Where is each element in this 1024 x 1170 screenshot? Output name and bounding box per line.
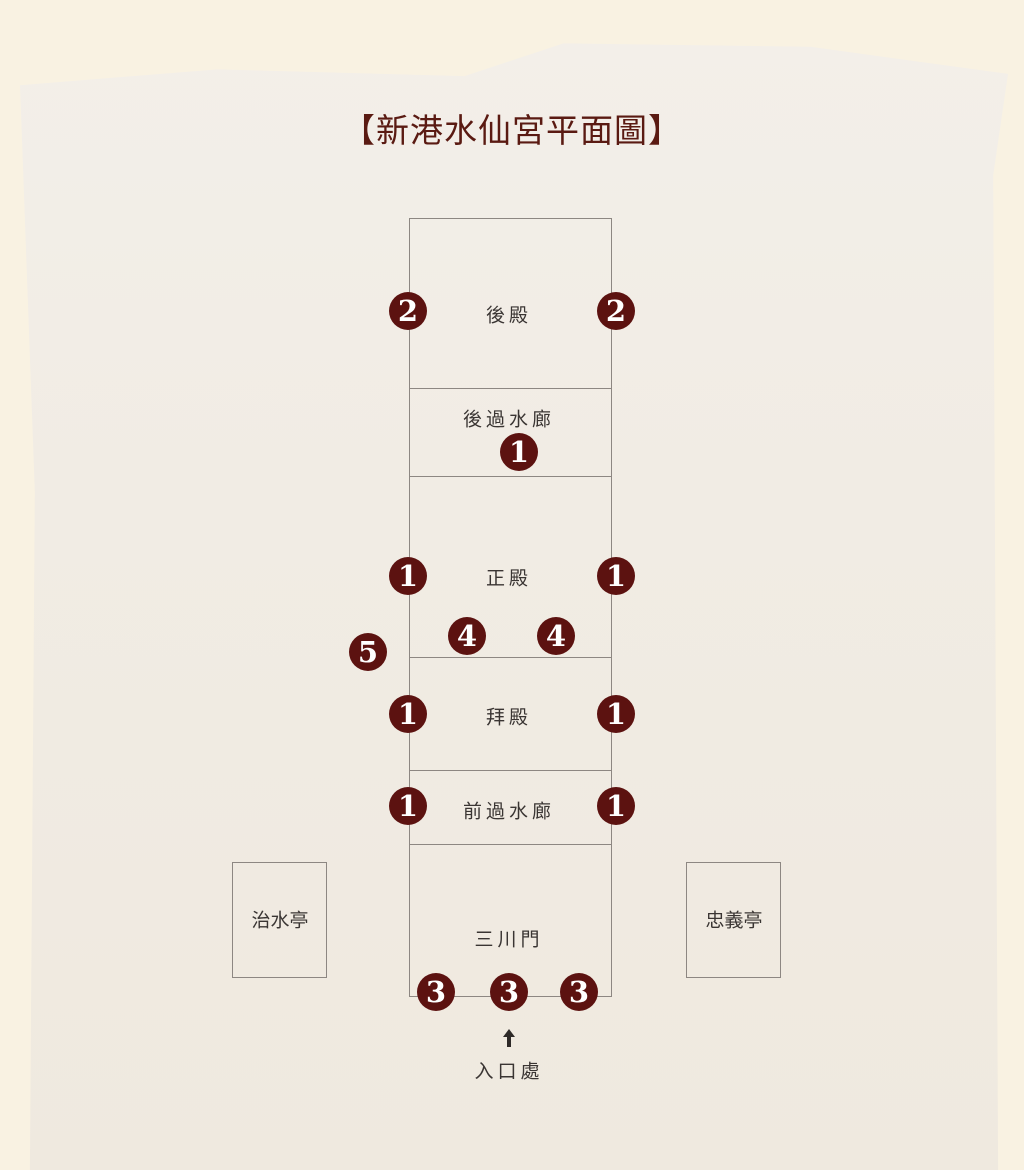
- room-rear-corridor: 後過水廊: [462, 408, 556, 431]
- temple-outline: [409, 218, 612, 997]
- page-title: 【新港水仙宮平面圖】: [342, 111, 682, 150]
- pavilion-left-label: 治水亭: [251, 909, 309, 932]
- room-worship-hall: 拜殿: [485, 706, 533, 729]
- room-main-hall: 正殿: [485, 567, 533, 590]
- divider: [409, 657, 612, 658]
- marker-1: 1: [597, 557, 635, 595]
- entrance-label: 入口處: [474, 1060, 544, 1083]
- marker-1: 1: [389, 557, 427, 595]
- marker-3: 3: [560, 973, 598, 1011]
- pavilion-right-label: 忠義亭: [705, 909, 763, 932]
- marker-2: 2: [389, 292, 427, 330]
- marker-1: 1: [597, 695, 635, 733]
- marker-3: 3: [417, 973, 455, 1011]
- arrow-up-icon: [503, 1029, 515, 1047]
- divider: [409, 844, 612, 845]
- marker-1: 1: [597, 787, 635, 825]
- divider: [409, 476, 612, 477]
- divider: [409, 770, 612, 771]
- marker-4: 4: [537, 617, 575, 655]
- marker-1: 1: [389, 787, 427, 825]
- marker-1: 1: [500, 433, 538, 471]
- room-rear-hall: 後殿: [485, 304, 533, 327]
- marker-5: 5: [349, 633, 387, 671]
- marker-4: 4: [448, 617, 486, 655]
- pavilion-left: [232, 862, 327, 978]
- room-entrance-gate: 三川門: [474, 928, 544, 951]
- marker-2: 2: [597, 292, 635, 330]
- marker-1: 1: [389, 695, 427, 733]
- divider: [409, 388, 612, 389]
- marker-3: 3: [490, 973, 528, 1011]
- pavilion-right: [686, 862, 781, 978]
- room-front-corridor: 前過水廊: [462, 800, 556, 823]
